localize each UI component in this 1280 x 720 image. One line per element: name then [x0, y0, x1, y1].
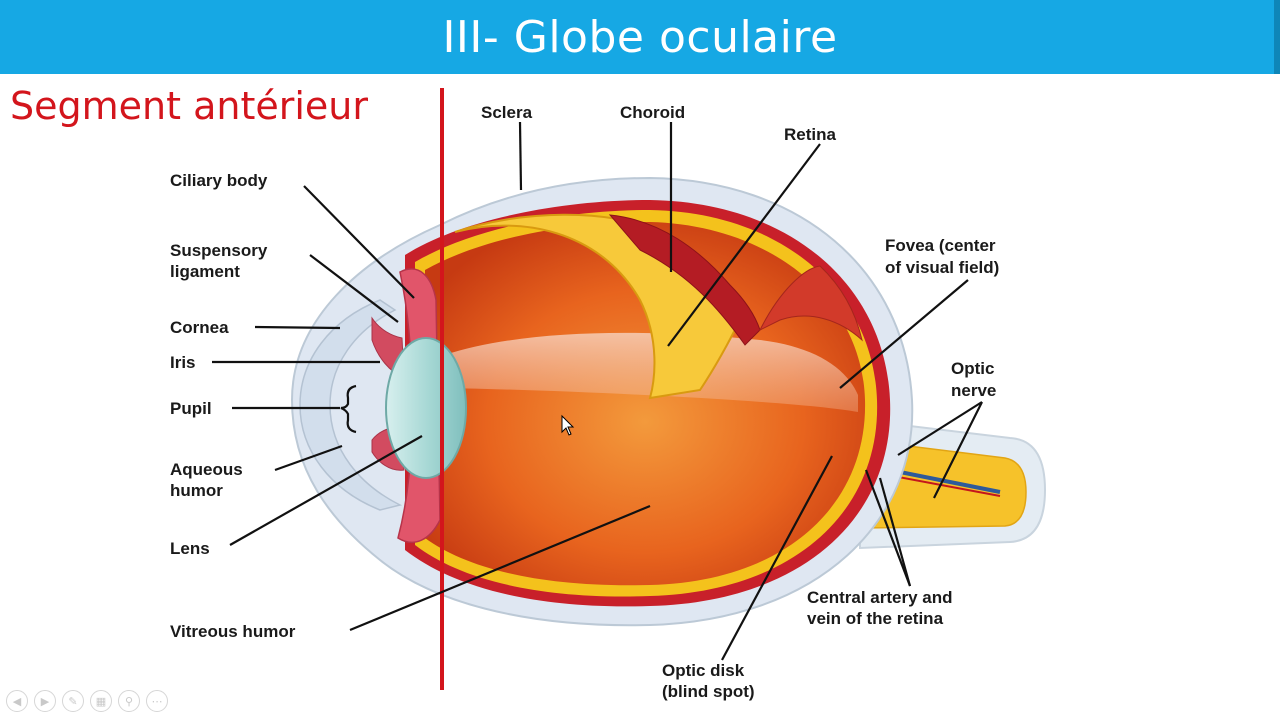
label-optic-nerve-1: Optic — [951, 359, 994, 378]
label-fovea-1: Fovea (center — [885, 236, 996, 255]
title-bar-edge — [1274, 0, 1280, 74]
label-pupil: Pupil — [170, 399, 212, 418]
label-lens: Lens — [170, 539, 210, 558]
label-suspensory-2: ligament — [170, 262, 240, 281]
more-icon[interactable]: ⋯ — [146, 690, 168, 712]
label-retina: Retina — [784, 125, 837, 144]
label-vitreous: Vitreous humor — [170, 622, 296, 641]
pupil-brace — [340, 384, 357, 434]
label-optic-disk-2: (blind spot) — [662, 682, 755, 701]
label-optic-nerve-2: nerve — [951, 381, 996, 400]
label-aqueous-2: humor — [170, 481, 223, 500]
label-central-1: Central artery and — [807, 588, 953, 607]
label-optic-disk-1: Optic disk — [662, 661, 745, 680]
label-fovea-2: of visual field) — [885, 258, 999, 277]
leader-central-b — [878, 477, 912, 587]
inner-eye — [425, 222, 866, 586]
mouse-cursor-icon — [561, 414, 575, 436]
forward-icon[interactable]: ▶ — [34, 690, 56, 712]
label-sclera: Sclera — [481, 103, 533, 122]
leader-suspensory — [309, 254, 399, 323]
leader-fovea — [839, 279, 969, 389]
title-bar: III- Globe oculaire — [0, 0, 1280, 74]
leader-retina — [667, 143, 821, 347]
leader-ciliary — [303, 185, 415, 299]
label-iris: Iris — [170, 353, 196, 372]
leader-vitreous — [349, 504, 651, 632]
leader-cornea — [254, 325, 341, 330]
leader-optic-nerve-b — [933, 401, 983, 499]
page-title: III- Globe oculaire — [442, 11, 838, 63]
slides-icon[interactable]: ▦ — [90, 690, 112, 712]
label-suspensory-1: Suspensory — [170, 241, 268, 260]
vitreous-glass — [445, 332, 858, 412]
label-ciliary-body: Ciliary body — [170, 171, 268, 190]
label-choroid: Choroid — [620, 103, 685, 122]
section-subtitle: Segment antérieur — [10, 84, 368, 128]
leader-lines — [212, 121, 983, 661]
label-cornea: Cornea — [170, 318, 229, 337]
slideshow-toolbar: ◀ ▶ ✎ ▦ ⚲ ⋯ — [6, 690, 168, 712]
choroid-flap — [608, 214, 761, 346]
sclera-cut — [758, 265, 863, 342]
pen-icon[interactable]: ✎ — [62, 690, 84, 712]
lens-shape — [385, 337, 467, 479]
leader-sclera — [518, 121, 523, 191]
leader-central-a — [864, 469, 912, 587]
back-icon[interactable]: ◀ — [6, 690, 28, 712]
leader-aqueous — [274, 444, 343, 472]
cornea-shape — [299, 299, 403, 511]
label-aqueous-1: Aqueous — [170, 460, 243, 479]
label-central-2: vein of the retina — [807, 609, 944, 628]
leader-optic-nerve-a — [897, 401, 983, 456]
leader-lens — [229, 435, 423, 546]
leader-optic-disk — [721, 455, 833, 661]
zoom-icon[interactable]: ⚲ — [118, 690, 140, 712]
